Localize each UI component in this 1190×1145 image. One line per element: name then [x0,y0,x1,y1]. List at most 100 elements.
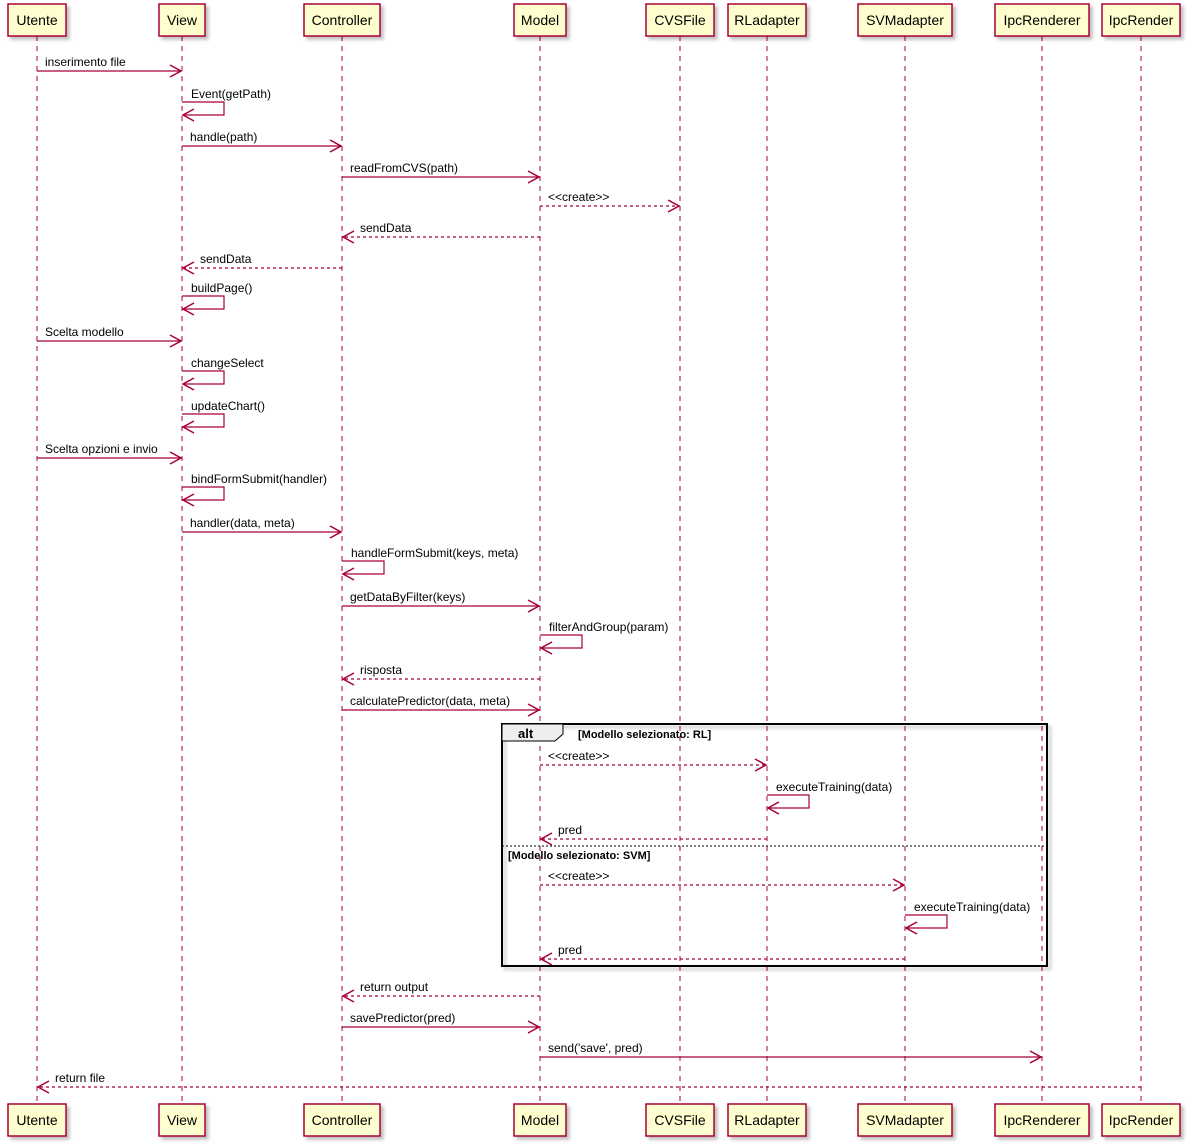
participant-ipcrenderer-top: IpcRenderer [994,3,1090,37]
message-29: return file [36,1071,1141,1094]
message-label: Scelta opzioni e invio [45,442,158,456]
participant-box [303,3,381,37]
arrow-head [539,641,553,655]
participant-box [645,1103,715,1137]
participant-view-bottom: View [158,1103,206,1137]
participant-box [513,3,567,37]
arrow-head [527,170,541,184]
participant-box [994,1103,1090,1137]
arrow-head [169,64,183,78]
message-label: inserimento file [45,55,126,69]
participant-controller-bottom: Controller [303,1103,381,1137]
message-arrow [182,101,225,116]
message-1: inserimento file [37,55,183,78]
participant-cvsfile-bottom: CVSFile [645,1103,715,1137]
participant-ipcrenderer-bottom: IpcRenderer [994,1103,1090,1137]
message-28: send('save', pred) [540,1041,1043,1064]
message-10: changeSelect [181,356,264,391]
message-arrow [905,914,948,929]
alt-frame-border [501,723,1048,967]
participant-box [513,1103,567,1137]
message-15: handleFormSubmit(keys, meta) [341,546,518,581]
message-label: sendData [200,252,252,266]
participant-label: Controller [312,12,373,28]
message-27: savePredictor(pred) [342,1011,541,1034]
message-label: savePredictor(pred) [350,1011,455,1025]
message-13: bindFormSubmit(handler) [181,472,327,507]
message-16: getDataByFilter(keys) [342,590,541,613]
arrow-head [892,878,906,892]
participant-ipcrender-top: IpcRender [1101,3,1181,37]
message-label: handle(path) [190,130,257,144]
participant-label: CVSFile [654,1112,706,1128]
arrow-head [904,921,918,935]
alt-guard-label: [Modello selezionato: RL] [578,729,712,741]
message-arrow [182,413,225,428]
arrow-head [181,377,195,391]
participant-label: View [167,1112,198,1128]
participant-box [994,3,1090,37]
participant-label: SVMadapter [866,1112,944,1128]
participant-cvsfile-top: CVSFile [645,3,715,37]
participant-label: IpcRender [1109,12,1174,28]
participant-label: Model [521,12,559,28]
participant-rladapter-bottom: RLadapter [727,1103,807,1137]
participant-utente-top: Utente [7,3,67,37]
participant-label: RLadapter [734,12,800,28]
participant-label: IpcRenderer [1003,1112,1080,1128]
alt-frame: alt[Modello selezionato: RL][Modello sel… [501,723,1048,967]
message-label: calculatePredictor(data, meta) [350,694,510,708]
participant-label: Model [521,1112,559,1128]
message-17: filterAndGroup(param) [539,620,668,655]
message-label: filterAndGroup(param) [549,620,668,634]
message-arrow [182,370,225,385]
alt-frame-title: alt [518,726,534,741]
arrow-head [527,1020,541,1034]
message-label: pred [558,943,582,957]
arrow-head [329,525,343,539]
messages: inserimento fileEvent(getPath)handle(pat… [36,55,1141,1094]
participant-controller-top: Controller [303,3,381,37]
participant-box [7,3,67,37]
arrow-head [766,801,780,815]
participant-box [727,3,807,37]
participant-label: RLadapter [734,1112,800,1128]
participant-box [7,1103,67,1137]
message-19: calculatePredictor(data, meta) [342,694,541,717]
message-label: <<create>> [548,869,609,883]
message-8: buildPage() [181,281,252,316]
arrow-head [527,703,541,717]
message-label: executeTraining(data) [776,780,892,794]
message-5: <<create>> [540,190,681,213]
arrow-head [341,230,355,244]
message-label: return file [55,1071,105,1085]
arrow-head [181,261,195,275]
message-arrow [342,560,385,575]
participant-box [1101,1103,1181,1137]
message-label: send('save', pred) [548,1041,643,1055]
message-label: executeTraining(data) [914,900,1030,914]
message-label: readFromCVS(path) [350,161,458,175]
participant-view-top: View [158,3,206,37]
participant-label: Utente [16,1112,57,1128]
participant-svmadapter-bottom: SVMadapter [857,1103,953,1137]
alt-frame-tab [501,723,564,742]
message-12: Scelta opzioni e invio [37,442,183,465]
participant-box [857,3,953,37]
message-arrow [540,634,583,649]
message-arrow [182,295,225,310]
participant-model-bottom: Model [513,1103,567,1137]
participant-utente-bottom: Utente [7,1103,67,1137]
participant-label: IpcRenderer [1003,12,1080,28]
message-label: updateChart() [191,399,265,413]
message-label: pred [558,823,582,837]
message-label: <<create>> [548,190,609,204]
message-9: Scelta modello [37,325,183,348]
arrow-head [329,139,343,153]
participant-box [1101,3,1181,37]
arrow-head [181,420,195,434]
message-6: sendData [341,221,540,244]
participant-label: Controller [312,1112,373,1128]
message-label: buildPage() [191,281,252,295]
